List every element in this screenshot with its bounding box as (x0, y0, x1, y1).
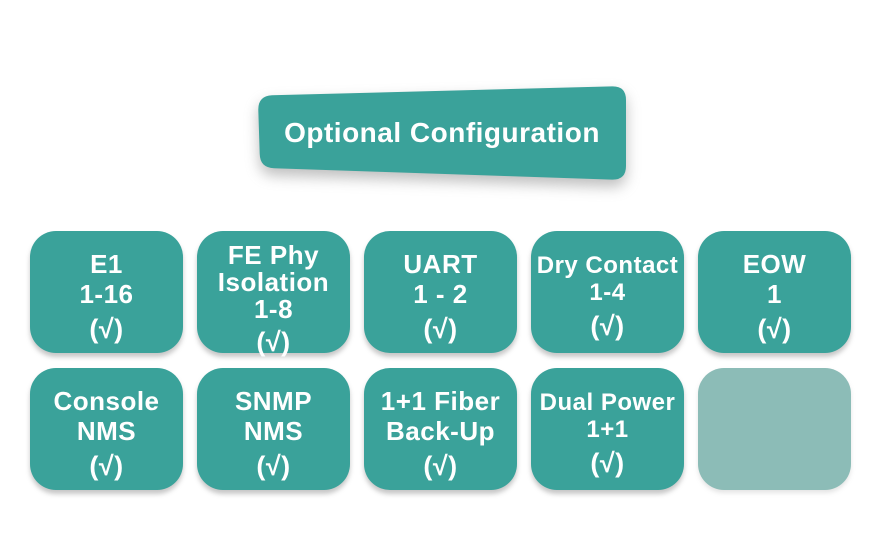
check-mark: (√) (256, 450, 291, 481)
card-line: SNMP (234, 386, 313, 417)
banner-title: Optional Configuration (284, 117, 600, 148)
check-mark: (√) (423, 313, 458, 344)
card-line: E1 (90, 249, 123, 280)
check-mark: (√) (89, 313, 124, 344)
card-line: 1 - 2 (413, 279, 468, 310)
card-empty-slot (698, 368, 851, 490)
check-mark: (√) (590, 448, 625, 479)
check-mark: (√) (590, 311, 625, 342)
card-line: Isolation (217, 267, 330, 298)
card-line: UART (403, 249, 478, 280)
card-line: 1+1 (586, 416, 629, 444)
card-line: 1-8 (253, 294, 294, 325)
card-line: EOW (742, 249, 807, 280)
card-line: Back-Up (386, 416, 495, 447)
check-mark: (√) (89, 450, 124, 481)
check-mark: (√) (423, 450, 458, 481)
card-line: Console (53, 386, 160, 417)
card-line: FE Phy (227, 240, 320, 271)
card-line: Dual Power (539, 388, 676, 416)
card-line: NMS (243, 416, 304, 447)
card-line: 1-4 (589, 279, 626, 307)
card-line: 1+1 Fiber (380, 386, 501, 417)
card-line: Dry Contact (536, 251, 679, 279)
card-line: 1 (767, 279, 782, 310)
check-mark: (√) (256, 326, 291, 357)
check-mark: (√) (757, 313, 792, 344)
card-line: 1-16 (79, 279, 134, 310)
card-line: NMS (76, 416, 137, 447)
